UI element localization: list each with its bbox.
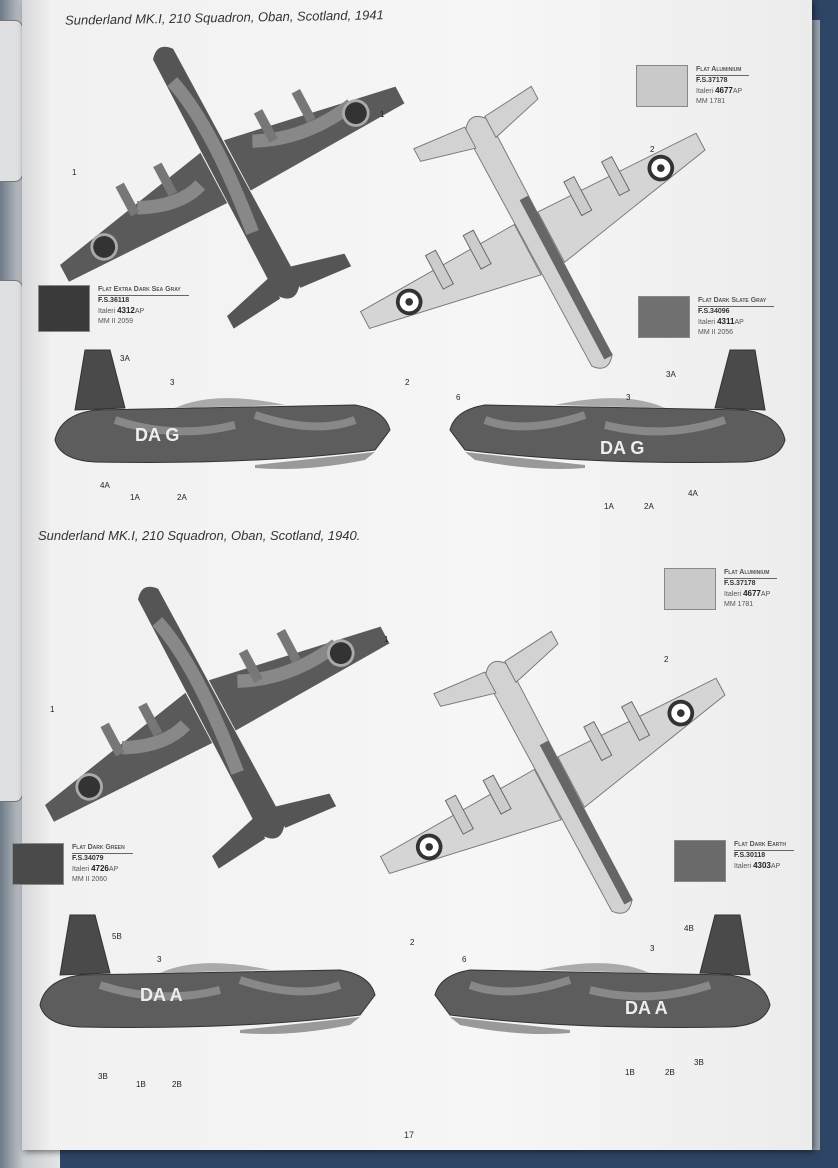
code-suffix: AP bbox=[134, 308, 145, 315]
squadron-code: DA G bbox=[600, 438, 645, 458]
color-chip bbox=[38, 285, 90, 332]
italeri-code: 4677 bbox=[743, 589, 761, 598]
code-suffix: AP bbox=[770, 863, 781, 870]
code-suffix: AP bbox=[108, 866, 119, 873]
brand-label: Italeri bbox=[98, 308, 116, 315]
callout-label: 6 bbox=[462, 955, 467, 964]
callout-label: 3B bbox=[694, 1058, 704, 1067]
callout-label: 1 bbox=[384, 635, 389, 644]
paint-name: Flat Aluminium bbox=[724, 568, 778, 579]
paint-name: Flat Dark Earth bbox=[734, 840, 794, 851]
code-suffix: AP bbox=[732, 88, 743, 95]
brand-label: Italeri bbox=[698, 319, 716, 326]
callout-label: 2B bbox=[172, 1080, 182, 1089]
paint-name: Flat Aluminium bbox=[696, 65, 750, 76]
mm-code: MM II 2059 bbox=[98, 318, 134, 325]
callout-label: 4A bbox=[688, 489, 698, 498]
paint-name: Flat Dark Slate Gray bbox=[698, 296, 775, 307]
callout-label: 4A bbox=[100, 481, 110, 490]
mm-code: MM II 2056 bbox=[698, 329, 734, 336]
section-title: Sunderland MK.I, 210 Squadron, Oban, Sco… bbox=[38, 528, 361, 543]
plane-side-left-1940 bbox=[40, 915, 375, 1034]
mm-code: MM 1781 bbox=[724, 601, 754, 608]
mm-code: MM II 2060 bbox=[72, 876, 108, 883]
italeri-code: 4303 bbox=[753, 861, 771, 870]
fs-code: F.S.30118 bbox=[734, 852, 766, 859]
italeri-code: 4311 bbox=[717, 317, 735, 326]
color-chip bbox=[12, 843, 64, 885]
callout-label: 6 bbox=[456, 393, 461, 402]
callout-label: 1A bbox=[130, 493, 140, 502]
callout-label: 3A bbox=[120, 354, 130, 363]
squadron-code: DA A bbox=[625, 998, 668, 1018]
callout-label: 1B bbox=[625, 1068, 635, 1077]
fs-code: F.S.34079 bbox=[72, 855, 104, 862]
italeri-code: 4677 bbox=[715, 86, 733, 95]
brand-label: Italeri bbox=[72, 866, 90, 873]
callout-label: 2A bbox=[644, 502, 654, 511]
callout-label: 3B bbox=[98, 1072, 108, 1081]
callout-label: 5B bbox=[112, 932, 122, 941]
squadron-code: DA G bbox=[135, 425, 180, 445]
plane-side-right-1940 bbox=[435, 915, 770, 1034]
brand-label: Italeri bbox=[734, 863, 752, 870]
callout-label: 2A bbox=[177, 493, 187, 502]
callout-label: 1 bbox=[380, 110, 385, 119]
page-number: 17 bbox=[404, 1130, 415, 1140]
code-suffix: AP bbox=[760, 591, 771, 598]
callout-label: 3 bbox=[170, 378, 175, 387]
callout-label: 3 bbox=[626, 393, 631, 402]
callout-label: 2 bbox=[650, 145, 655, 154]
paint-name: Flat Extra Dark Sea Gray bbox=[98, 285, 189, 296]
color-chip bbox=[638, 296, 690, 338]
callout-label: 3 bbox=[650, 944, 655, 953]
fs-code: F.S.37178 bbox=[696, 77, 728, 84]
mm-code: MM 1781 bbox=[696, 98, 726, 105]
callout-label: 2 bbox=[405, 378, 410, 387]
callout-label: 1 bbox=[50, 705, 55, 714]
callout-label: 3A bbox=[666, 370, 676, 379]
paint-name: Flat Dark Green bbox=[72, 843, 133, 854]
callout-label: 1A bbox=[604, 502, 614, 511]
plane-side-left-1941 bbox=[55, 350, 390, 469]
color-chip bbox=[636, 65, 688, 107]
color-chip bbox=[664, 568, 716, 610]
brand-label: Italeri bbox=[724, 591, 742, 598]
callout-label: 2 bbox=[664, 655, 669, 664]
italeri-code: 4726 bbox=[91, 864, 109, 873]
callout-label: 1B bbox=[136, 1080, 146, 1089]
callout-label: 4B bbox=[684, 924, 694, 933]
callout-label: 3 bbox=[157, 955, 162, 964]
callout-label: 1 bbox=[72, 168, 77, 177]
squadron-code: DA A bbox=[140, 985, 183, 1005]
code-suffix: AP bbox=[734, 319, 744, 326]
italeri-code: 4312 bbox=[117, 306, 135, 315]
brand-label: Italeri bbox=[696, 88, 714, 95]
fs-code: F.S.34096 bbox=[698, 308, 730, 315]
color-chip bbox=[674, 840, 726, 882]
callout-label: 2 bbox=[410, 938, 415, 947]
fs-code: F.S.37178 bbox=[724, 580, 756, 587]
callout-label: 2B bbox=[665, 1068, 675, 1077]
fs-code: F.S.36118 bbox=[98, 297, 130, 304]
